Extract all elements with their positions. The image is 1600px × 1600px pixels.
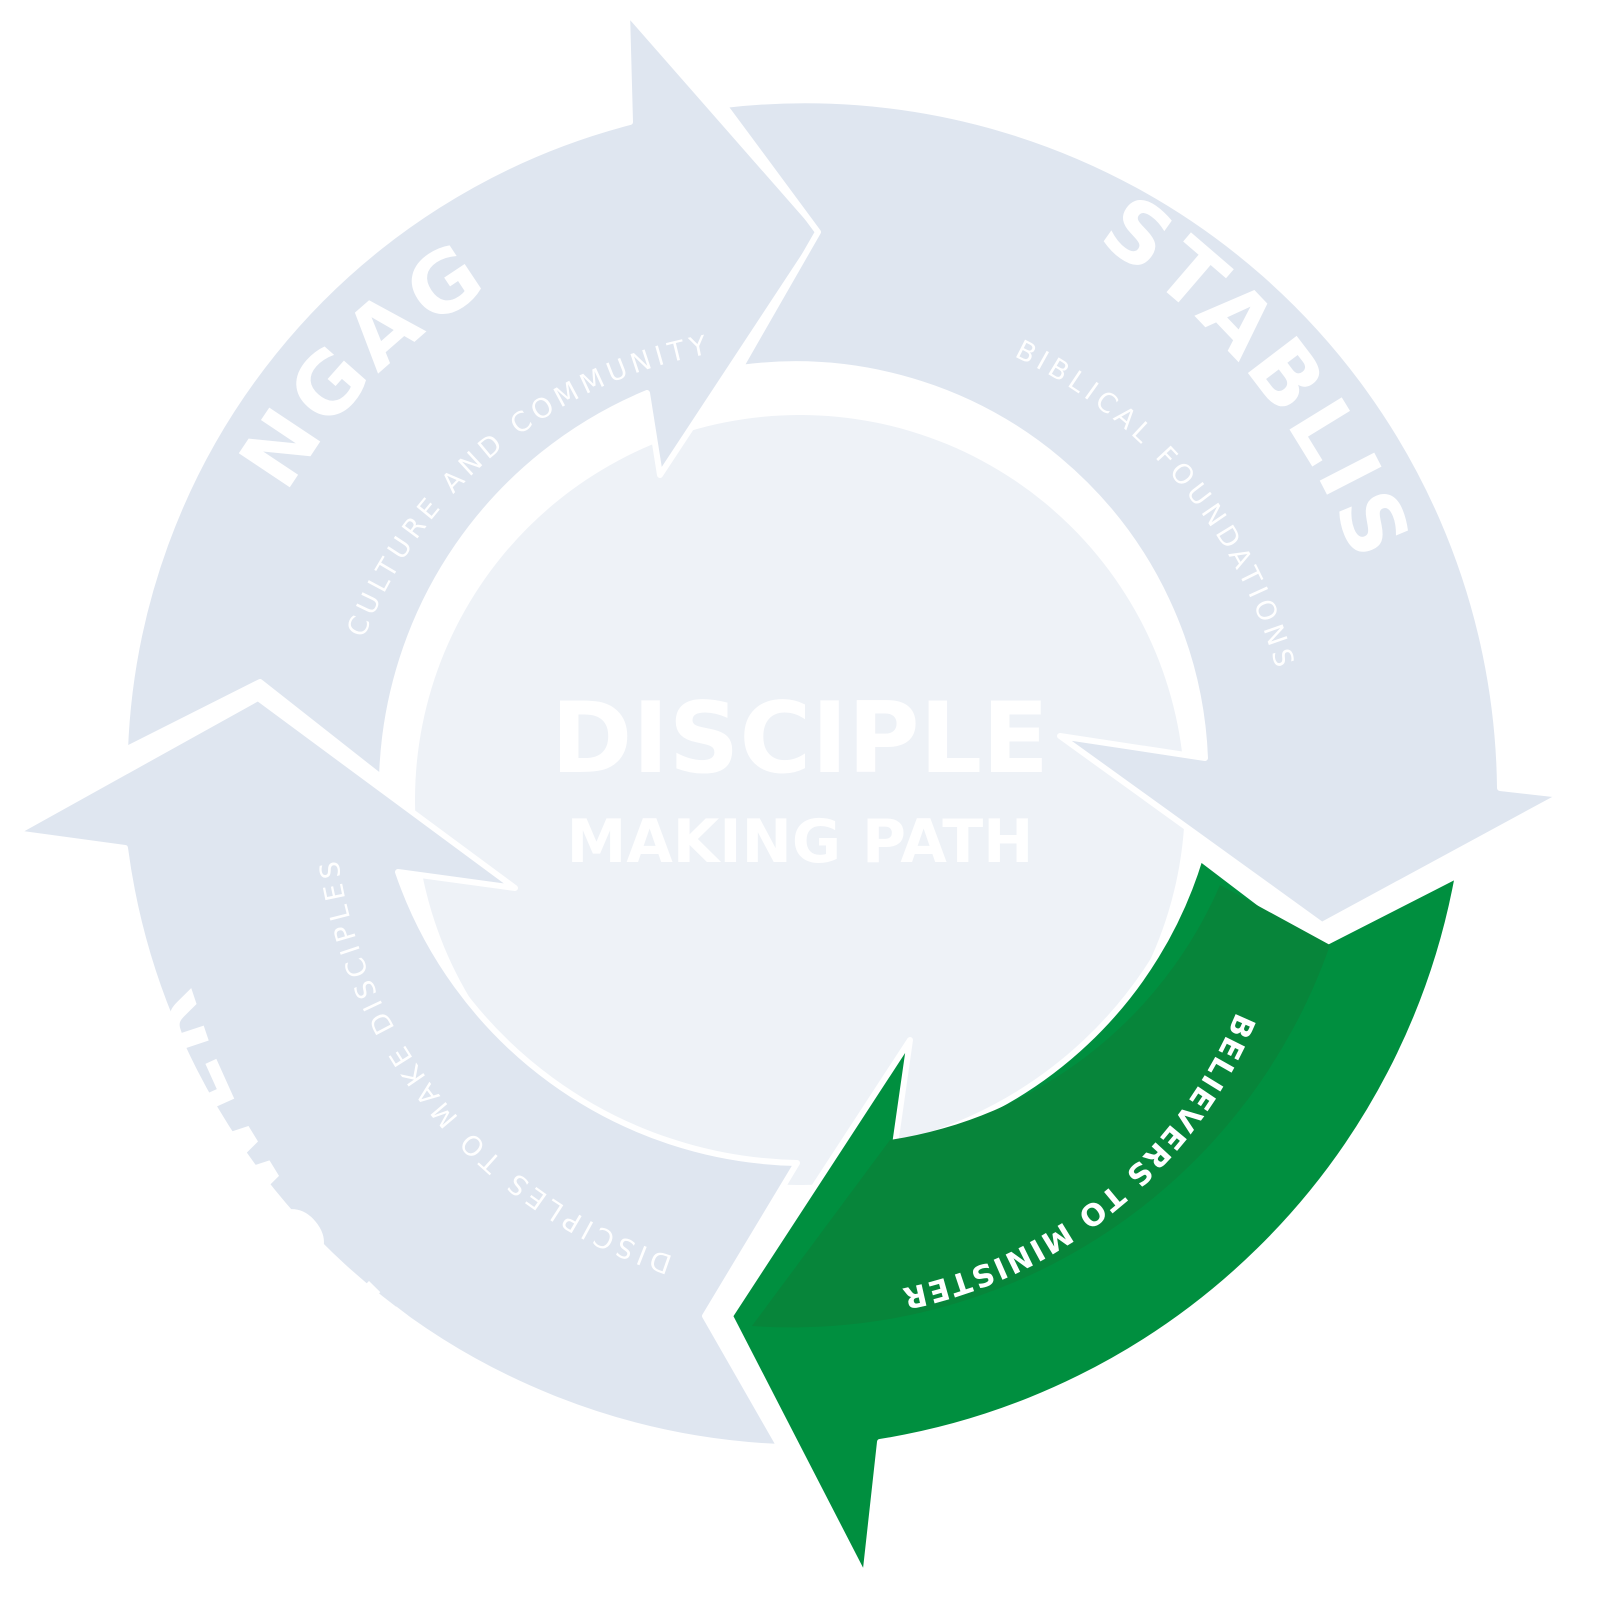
equip-inner-band: [752, 885, 1330, 1328]
establish-arrow-segment: [721, 97, 1565, 928]
empower-arrow-segment: [12, 695, 800, 1450]
center-title: DISCIPLE: [551, 682, 1049, 796]
center-subtitle: MAKING PATH: [567, 807, 1034, 877]
center-disc: [415, 415, 1185, 1185]
engage-arrow-segment: [122, 9, 823, 781]
